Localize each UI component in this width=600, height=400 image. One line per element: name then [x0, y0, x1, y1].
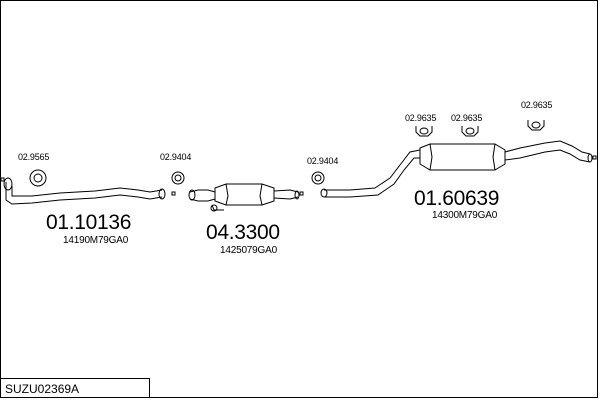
- connector-marks: [0, 155, 597, 196]
- part-ref-catalytic-converter: 1425079GA0: [220, 245, 277, 256]
- part-ref-front-pipe: 14190M79GA0: [63, 235, 129, 246]
- part-ref-rear-silencer: 14300M79GA0: [432, 210, 498, 221]
- gasket-02-9404-b: [311, 171, 325, 185]
- hanger-02-9635-b: [461, 126, 479, 137]
- rear-silencer: [320, 140, 593, 198]
- accessory-ref-label: 02.9635: [521, 100, 553, 110]
- part-number-rear-silencer: 01.60639: [414, 187, 500, 210]
- part-number-front-pipe: 01.10136: [46, 211, 132, 234]
- accessory-ref-label: 02.9404: [160, 152, 192, 162]
- gasket-02-9404-a: [171, 171, 185, 185]
- hanger-02-9635-c: [527, 120, 545, 131]
- gasket-02-9565: [29, 169, 47, 187]
- part-number-catalytic-converter: 04.3300: [206, 221, 280, 244]
- catalytic-converter: [188, 183, 300, 212]
- accessory-ref-label: 02.9635: [405, 113, 437, 123]
- accessory-ref-label: 02.9565: [18, 152, 50, 162]
- hanger-02-9635-a: [415, 126, 433, 137]
- diagram-code-label: SUZU02369A: [0, 378, 150, 398]
- accessory-ref-label: 02.9635: [451, 113, 483, 123]
- accessory-ref-label: 02.9404: [307, 156, 339, 166]
- front-pipe: [3, 177, 166, 205]
